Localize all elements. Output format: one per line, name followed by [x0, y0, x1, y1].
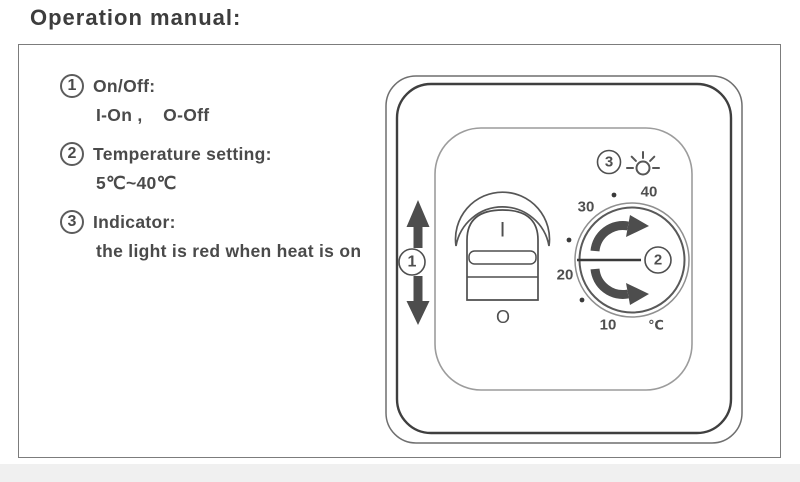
callout-1-circle [398, 248, 426, 276]
indicator-light: 3 [596, 149, 660, 176]
dial-tick-dot-top [611, 192, 617, 198]
dial-label-20: 20 [557, 267, 574, 284]
rotate-up-arc [590, 221, 629, 252]
callout-3-badge: 3 [60, 210, 84, 234]
item-indicator-detail: the light is red when heat is on [96, 241, 362, 261]
rotate-down-arrowhead [626, 283, 649, 305]
list-item-onoff: 1 On/Off: I-On , O-Off [60, 74, 396, 129]
callout-3-number: 3 [605, 154, 613, 171]
instruction-list: 1 On/Off: I-On , O-Off 2 Temperature set… [60, 74, 396, 278]
rotate-down-arc [590, 268, 629, 299]
temperature-dial: 2 40 30 20 10 ℃ [557, 184, 690, 334]
up-down-arrows-icon [406, 200, 430, 325]
rotate-arrows-icon [590, 215, 649, 305]
item-onoff-label: On/Off: [93, 75, 156, 96]
rotate-up-arrowhead [626, 215, 649, 237]
switch-hood-arc [454, 191, 551, 247]
callout-1-badge: 1 [60, 74, 84, 98]
power-switch: I O [454, 191, 551, 327]
callout-3-circle [596, 149, 622, 175]
item-indicator-head: 3 Indicator: [60, 210, 396, 234]
list-item-temperature: 2 Temperature setting: 5℃~40℃ [60, 142, 396, 197]
light-rays-icon [626, 151, 660, 176]
callout-2-number: 2 [654, 252, 662, 269]
item-temperature-label: Temperature setting: [93, 143, 272, 164]
switch-rocker-ridge [468, 250, 537, 265]
dial-tick-dot-bottom [579, 297, 585, 303]
dial-label-30: 30 [578, 199, 595, 216]
item-onoff-head: 1 On/Off: [60, 74, 396, 98]
device-outer-border [385, 75, 743, 444]
item-temperature-detail: 5℃~40℃ [96, 173, 177, 193]
item-indicator-label: Indicator: [93, 211, 176, 232]
callout-1-number: 1 [408, 254, 417, 271]
device-face-panel [434, 127, 693, 391]
footer-strip [0, 464, 800, 482]
dial-tick-dot-left [566, 237, 572, 243]
callout-2-badge: 2 [60, 142, 84, 166]
arrow-up-icon [406, 200, 430, 248]
dial-label-10: 10 [600, 317, 617, 334]
dial-unit-label: ℃ [648, 318, 664, 333]
device-inner-border [395, 82, 733, 435]
page-title: Operation manual: [30, 5, 242, 30]
list-item-indicator: 3 Indicator: the light is red when heat … [60, 210, 396, 265]
switch-off-mark: O [496, 307, 510, 327]
dial-label-40: 40 [641, 184, 658, 201]
switch-on-mark: I [500, 219, 506, 242]
arrow-down-icon [406, 276, 430, 325]
thermostat-diagram: 1 I O 2 40 30 20 10 ℃ 3 [385, 75, 743, 444]
dial-outer-ring [574, 202, 690, 318]
item-temperature-head: 2 Temperature setting: [60, 142, 396, 166]
item-onoff-detail: I-On , O-Off [96, 105, 210, 125]
callout-2-circle [644, 246, 672, 274]
